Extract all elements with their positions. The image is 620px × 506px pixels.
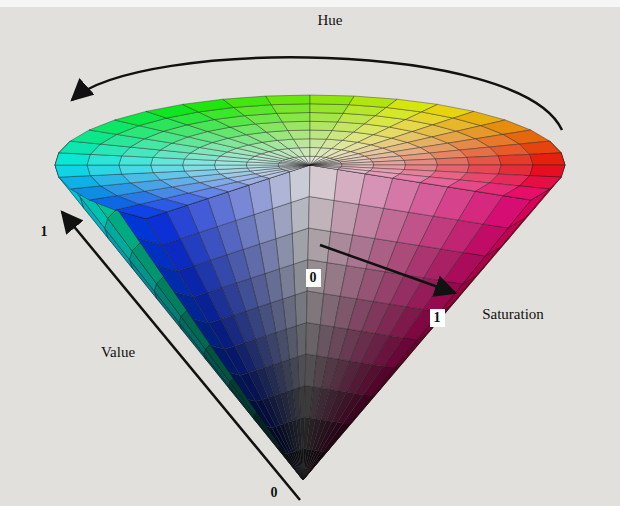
cone-facet bbox=[296, 323, 306, 357]
cone-facet bbox=[272, 426, 290, 453]
top-strip bbox=[0, 0, 620, 7]
cone-facet bbox=[304, 156, 310, 165]
cone-facet bbox=[299, 156, 310, 165]
cone-facet bbox=[309, 197, 335, 232]
cone-facet bbox=[214, 165, 247, 170]
cone-facet bbox=[55, 153, 90, 165]
cone-facet bbox=[303, 452, 326, 480]
cone-facet bbox=[467, 156, 501, 165]
cone-facet bbox=[266, 95, 310, 105]
cone-facet bbox=[423, 281, 462, 312]
cone-facet bbox=[246, 165, 278, 168]
cone-facet bbox=[291, 197, 309, 234]
cone-facet bbox=[310, 95, 354, 105]
cone-facet bbox=[294, 157, 310, 165]
cone-facet bbox=[282, 121, 310, 130]
cone-facet bbox=[288, 130, 310, 139]
hue-arrow bbox=[72, 57, 562, 130]
cone-facet bbox=[177, 266, 207, 298]
cone-facet bbox=[279, 165, 310, 168]
cone-facet bbox=[293, 139, 310, 148]
cone-facet bbox=[157, 277, 187, 317]
cone-facet bbox=[308, 228, 331, 263]
cone-facet bbox=[463, 224, 508, 256]
cone-facet bbox=[151, 165, 185, 173]
cone-facet bbox=[373, 160, 406, 165]
cone-facet bbox=[530, 165, 565, 177]
axis-label: Value bbox=[101, 344, 135, 361]
axis-label: Hue bbox=[318, 12, 343, 29]
cone-facet bbox=[303, 450, 329, 480]
cone-facet bbox=[119, 165, 153, 174]
cone-facet bbox=[223, 96, 271, 107]
cone-facet bbox=[55, 165, 90, 177]
cone-facet bbox=[483, 196, 531, 228]
cone-facet bbox=[271, 104, 310, 114]
cone-facet bbox=[320, 422, 343, 451]
cone-facet bbox=[292, 228, 308, 264]
cone-facet bbox=[503, 186, 549, 200]
cone-facet bbox=[530, 153, 565, 165]
cone-facet bbox=[310, 162, 341, 165]
cone-facet bbox=[310, 165, 340, 169]
cone-facet bbox=[209, 319, 235, 349]
cone-facet bbox=[383, 338, 417, 368]
cone-facet bbox=[323, 423, 349, 452]
cone-facet bbox=[309, 165, 337, 200]
cone-facet bbox=[443, 253, 485, 285]
cone-mesh bbox=[55, 95, 565, 480]
scale-number: 1 bbox=[430, 309, 445, 326]
cone-facet bbox=[343, 395, 371, 424]
cone-facet bbox=[303, 449, 329, 481]
cone-facet bbox=[436, 157, 470, 165]
cone-facet bbox=[256, 400, 276, 428]
cone-facet bbox=[132, 243, 163, 284]
value-arrow bbox=[62, 212, 300, 500]
saturation-arrow bbox=[320, 245, 455, 293]
scale-number: 0 bbox=[271, 485, 278, 500]
cone-facet bbox=[363, 366, 394, 396]
cone-facet bbox=[277, 113, 310, 122]
cone-facet bbox=[193, 292, 221, 323]
cone-facet bbox=[225, 346, 249, 375]
cone-facet bbox=[520, 141, 561, 154]
cone-facet bbox=[498, 154, 533, 165]
cone-facet bbox=[310, 104, 349, 114]
scale-number: 0 bbox=[306, 269, 321, 286]
cone-facet bbox=[240, 373, 262, 402]
axis-label: Saturation bbox=[482, 306, 544, 323]
cone-facet bbox=[59, 176, 100, 189]
cone-facet bbox=[287, 453, 303, 480]
cone-facet bbox=[341, 162, 373, 165]
cone-facet bbox=[404, 159, 437, 165]
cone-facet bbox=[295, 291, 307, 326]
cone-facet bbox=[183, 165, 216, 171]
scale-number: 1 bbox=[41, 224, 48, 239]
cone-facet bbox=[87, 165, 122, 176]
cone-facet bbox=[338, 168, 370, 174]
cone-facet bbox=[299, 148, 310, 157]
